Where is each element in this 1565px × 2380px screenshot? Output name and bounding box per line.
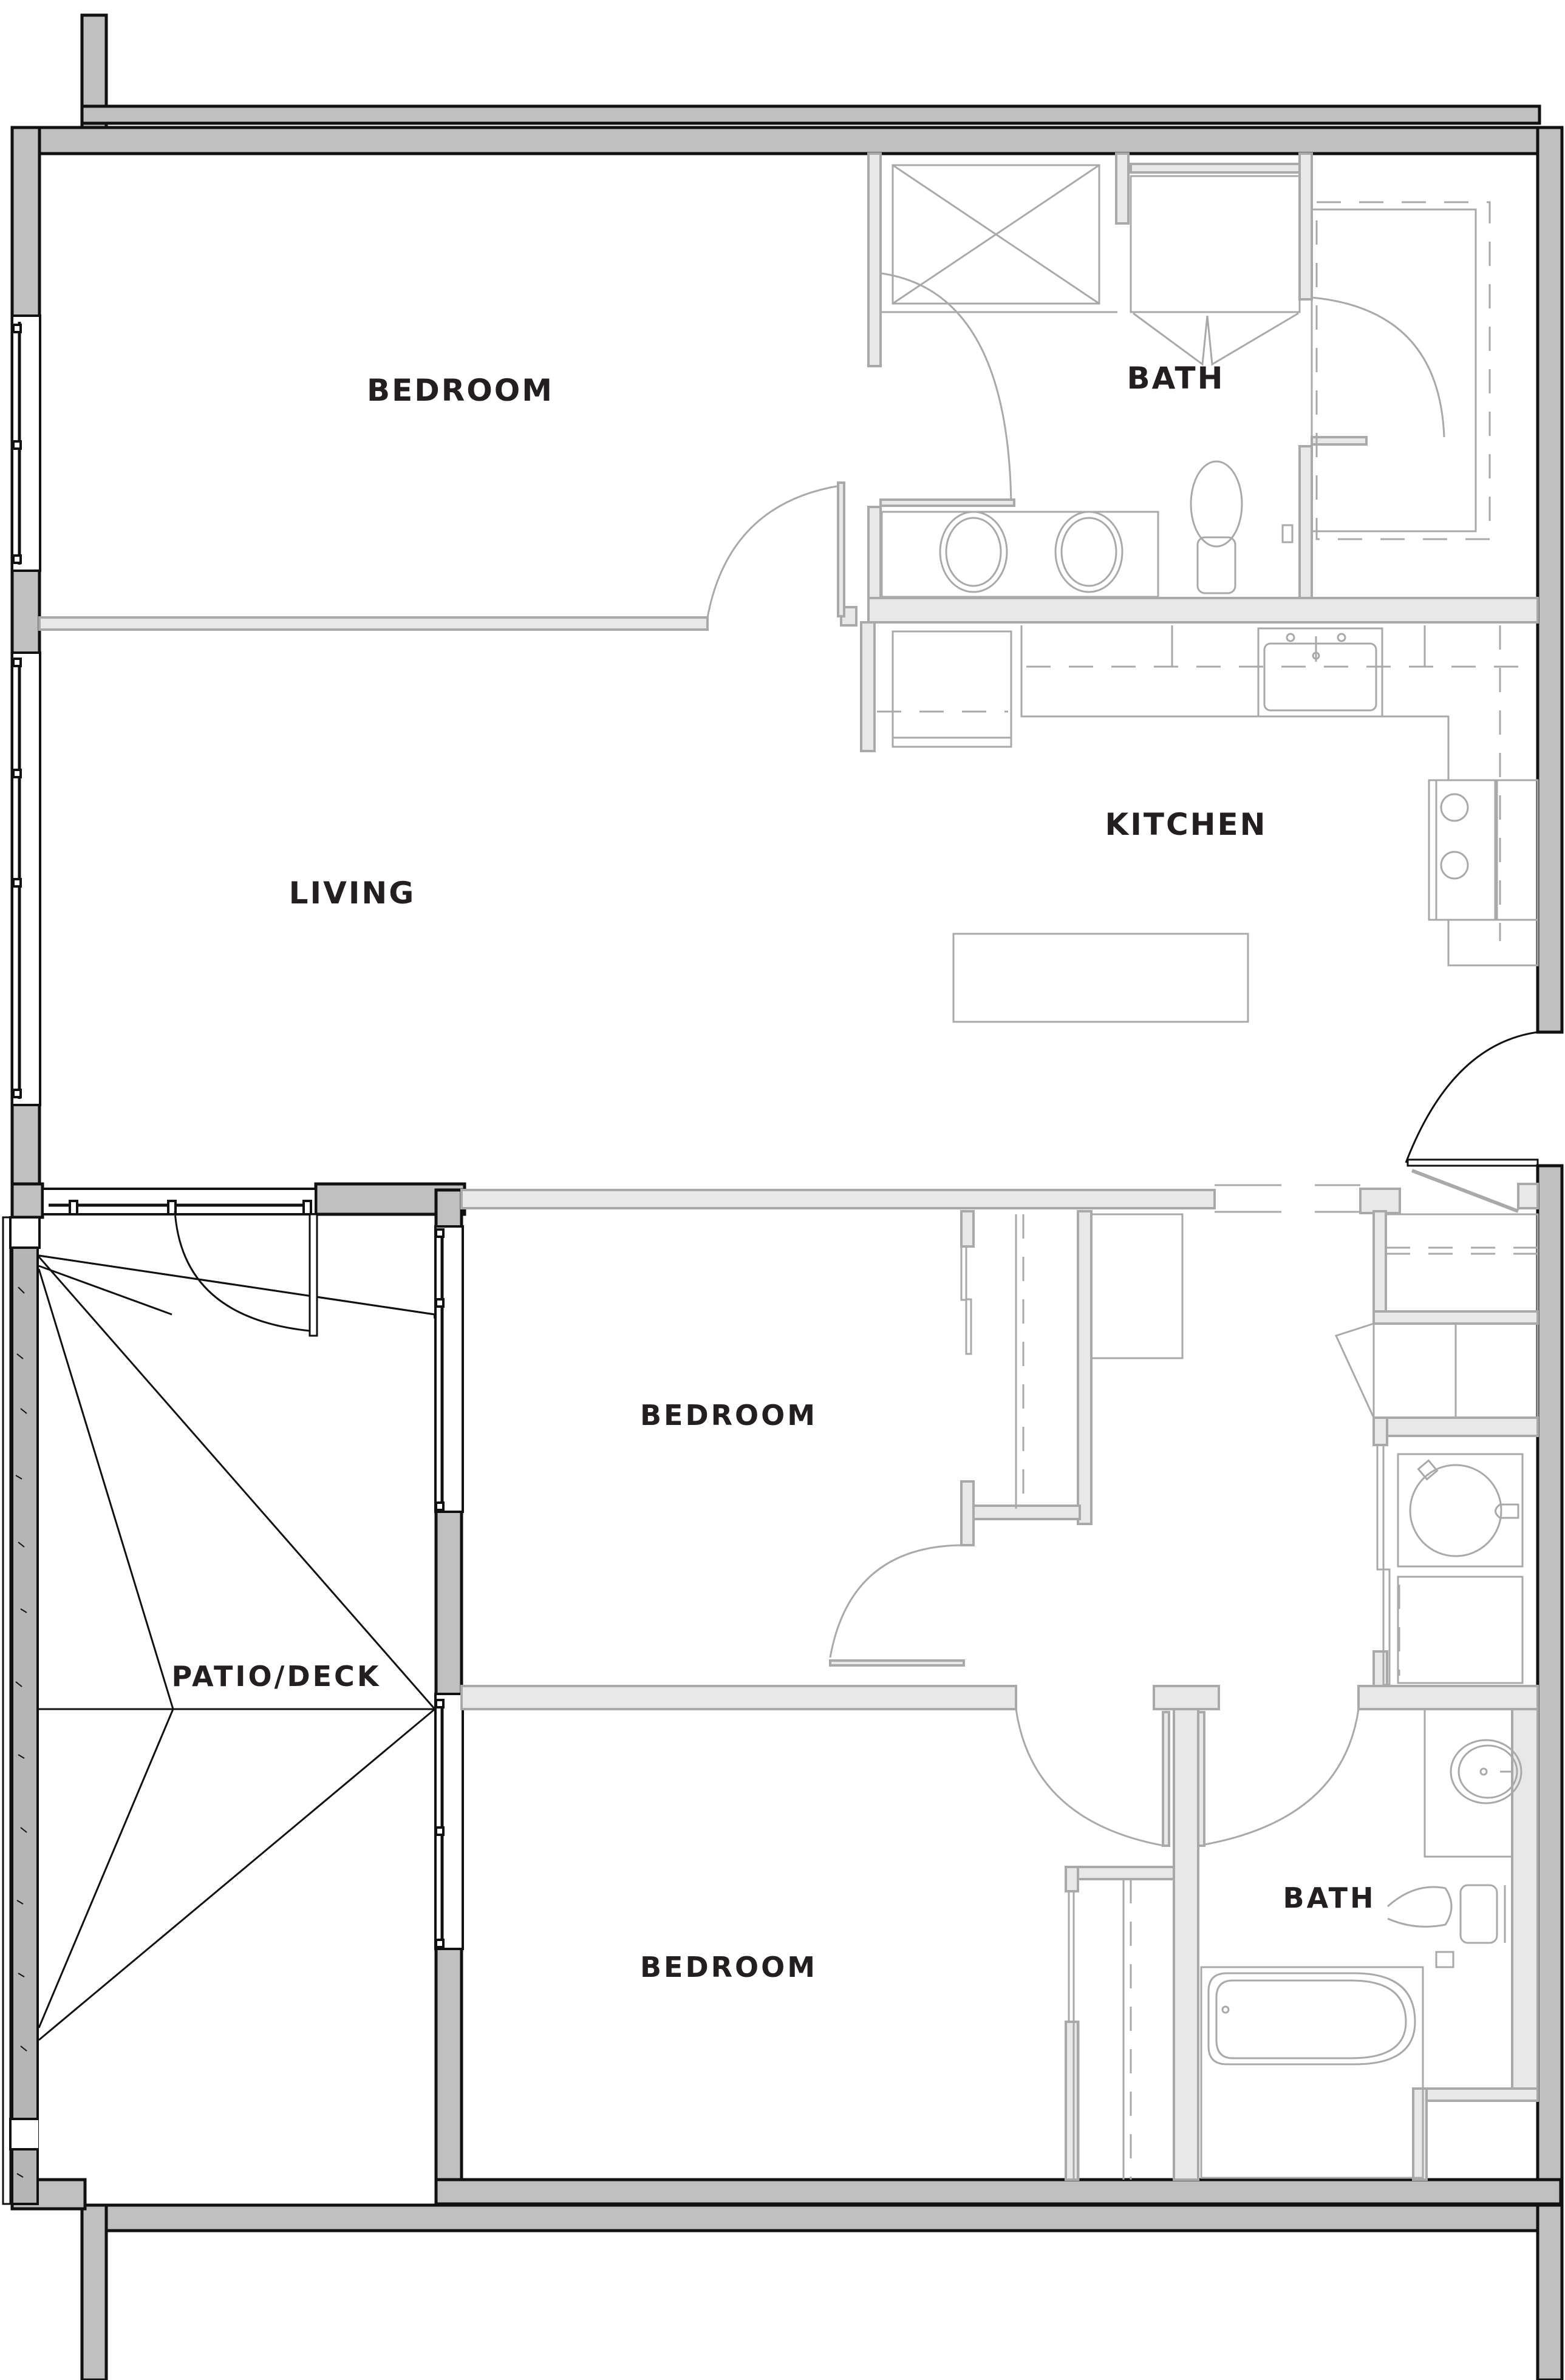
windows [11, 314, 464, 1950]
patio-door-swing [174, 1211, 318, 1337]
patio-roof-hip [38, 1252, 437, 2163]
room-label-living: LIVING [289, 875, 416, 911]
room-label-bath-1: BATH [1127, 361, 1225, 396]
room-label-bedroom-3: BEDROOM [640, 1951, 817, 1984]
hall-fixtures [829, 1213, 1539, 1847]
bath-1-fixtures [706, 164, 1491, 618]
patio-railing [2, 1216, 41, 2205]
room-label-bath-2: BATH [1283, 1882, 1376, 1914]
room-label-patio-deck: PATIO/DECK [172, 1660, 381, 1693]
room-label-bedroom-1: BEDROOM [367, 373, 554, 408]
kitchen-fixtures [877, 625, 1539, 1213]
room-label-bedroom-2: BEDROOM [640, 1399, 817, 1432]
room-label-kitchen: KITCHEN [1105, 807, 1267, 842]
room-labels: BEDROOM BATH LIVING KITCHEN BEDROOM PATI… [172, 361, 1376, 1984]
bath-2-fixtures [1068, 1708, 1522, 2181]
